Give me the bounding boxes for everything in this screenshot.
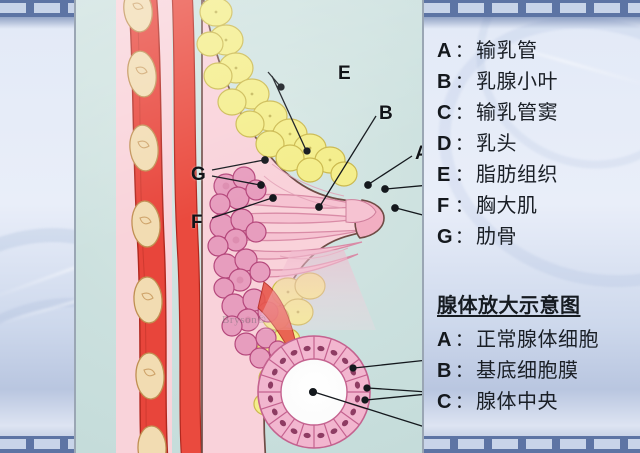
legend-row: A ： 正常腺体细胞 (437, 323, 599, 354)
bottom-strip-left (0, 436, 74, 453)
legend-main: A ： 输乳管 B ： 乳腺小叶 C ： 输乳管窦 D ： 乳头 E ： 脂肪组… (437, 34, 558, 251)
legend-label: 基底细胞膜 (476, 358, 579, 382)
callout-letter-f: F (191, 212, 203, 233)
legend-row: B ： 乳腺小叶 (437, 65, 558, 96)
rib-series (123, 0, 167, 453)
legend-key: D (437, 133, 452, 155)
callout-letter-e: E (338, 63, 351, 84)
top-strip-right (424, 0, 640, 17)
bottom-strip-right (424, 436, 640, 453)
legend-label: 输乳管 (476, 38, 538, 62)
legend-key: C (437, 391, 452, 413)
legend-colon: ： (455, 330, 473, 350)
callout-letter-g: G (191, 164, 206, 185)
legend-key: B (437, 71, 452, 93)
legend-key: F (437, 195, 450, 217)
legend-row: F ： 胸大肌 (437, 189, 558, 220)
illustration-panel: Bryson© E B A C D G F A B C (74, 0, 424, 453)
legend-label: 胸大肌 (476, 193, 538, 217)
legend-colon: ： (455, 196, 473, 216)
legend-label: 乳头 (476, 131, 517, 155)
legend-key: A (437, 40, 452, 62)
lactiferous-sinus (345, 199, 377, 223)
legend-colon: ： (455, 227, 473, 247)
legend-label: 乳腺小叶 (476, 69, 558, 93)
legend-colon: ： (455, 392, 473, 412)
legend-row: C ： 腺体中央 (437, 385, 599, 416)
legend-key: G (437, 226, 453, 248)
legend-gland-title: 腺体放大示意图 (437, 293, 581, 317)
legend-row: C ： 输乳管窦 (437, 96, 558, 127)
legend-colon: ： (455, 361, 473, 381)
legend-colon: ： (455, 103, 473, 123)
legend-key: B (437, 360, 452, 382)
legend-row: B ： 基底细胞膜 (437, 354, 599, 385)
legend-row: E ： 脂肪组织 (437, 158, 558, 189)
top-strip-left (0, 0, 74, 17)
legend-colon: ： (455, 165, 473, 185)
mammary-lobule-cluster (207, 166, 288, 369)
callout-letter-b: B (379, 103, 393, 124)
legend-key: E (437, 164, 451, 186)
legend-label: 正常腺体细胞 (476, 327, 599, 351)
artist-watermark: Bryson© (222, 314, 267, 326)
legend-label: 脂肪组织 (476, 162, 558, 186)
legend-label: 腺体中央 (476, 389, 558, 413)
legend-label: 输乳管窦 (476, 100, 558, 124)
leader-lines-gland (308, 359, 422, 427)
leader-lines-main (211, 71, 422, 219)
legend-colon: ： (455, 134, 473, 154)
magnifier-cone (254, 250, 376, 330)
legend-gland: 腺体放大示意图 A ： 正常腺体细胞 B ： 基底细胞膜 C ： 腺体中央 (437, 289, 599, 416)
legend-label: 肋骨 (476, 224, 517, 248)
legend-colon: ： (455, 41, 473, 61)
legend-row: D ： 乳头 (437, 127, 558, 158)
legend-row: A ： 输乳管 (437, 34, 558, 65)
legend-key: A (437, 329, 452, 351)
breast-anatomy-illustration (116, 0, 422, 453)
legend-colon: ： (455, 72, 473, 92)
legend-row: G ： 肋骨 (437, 220, 558, 251)
callout-letter-a: A (415, 144, 422, 163)
legend-key: C (437, 102, 452, 124)
